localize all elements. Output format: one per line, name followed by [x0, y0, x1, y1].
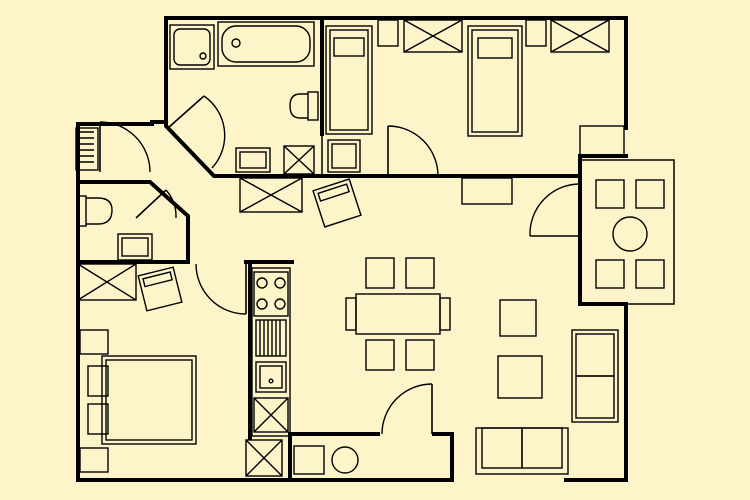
- kitchen-cabinet: [253, 397, 289, 433]
- fridge: [245, 439, 283, 477]
- living-ottoman: [499, 299, 537, 337]
- door-balcony: [529, 183, 581, 237]
- dining-chair-end-left: [345, 297, 357, 331]
- boiler-icon: [331, 446, 359, 474]
- balcony-chair-2: [635, 179, 665, 209]
- balcony-round-table: [612, 216, 648, 252]
- bedroom-twin: [325, 19, 610, 173]
- balcony-chair-1: [595, 179, 625, 209]
- single-bed-right: [467, 25, 523, 137]
- stove-icon: [253, 271, 289, 317]
- kitchen-sink: [255, 361, 287, 393]
- dining-chair-4: [405, 339, 435, 371]
- toilet-bathroom: [289, 91, 319, 121]
- door-bedroom-twin: [387, 125, 439, 177]
- living-dining: [345, 125, 625, 475]
- double-bed: [87, 355, 197, 445]
- sofa-right: [571, 329, 619, 423]
- door-swings: [99, 95, 581, 435]
- kitchen: [245, 267, 359, 477]
- bedroom-double: [77, 263, 197, 473]
- walls: [76, 16, 628, 482]
- bathtub: [217, 21, 315, 67]
- shower-tray: [169, 24, 215, 70]
- single-bed-left: [325, 25, 373, 135]
- bedroom-twin-chair: [327, 139, 361, 173]
- hall-armchair: [312, 178, 362, 228]
- bedroom-double-armchair: [137, 266, 183, 312]
- balcony-chair-4: [635, 259, 665, 289]
- dining-chair-2: [405, 257, 435, 289]
- washing-machine: [235, 147, 271, 173]
- washer-kitchen: [293, 445, 325, 475]
- door-bedroom-double: [195, 263, 247, 315]
- dish-rack: [255, 319, 287, 357]
- balcony-chair-3: [595, 259, 625, 289]
- coffee-table: [497, 355, 543, 399]
- bathroom: [169, 21, 319, 175]
- dining-chair-end-right: [439, 297, 451, 331]
- wardrobe-right: [550, 19, 610, 53]
- dining-chair-3: [365, 339, 395, 371]
- dining-chair-1: [365, 257, 395, 289]
- sofa-bottom: [475, 427, 569, 475]
- door-bathroom: [167, 95, 226, 169]
- door-kitchen: [381, 383, 433, 435]
